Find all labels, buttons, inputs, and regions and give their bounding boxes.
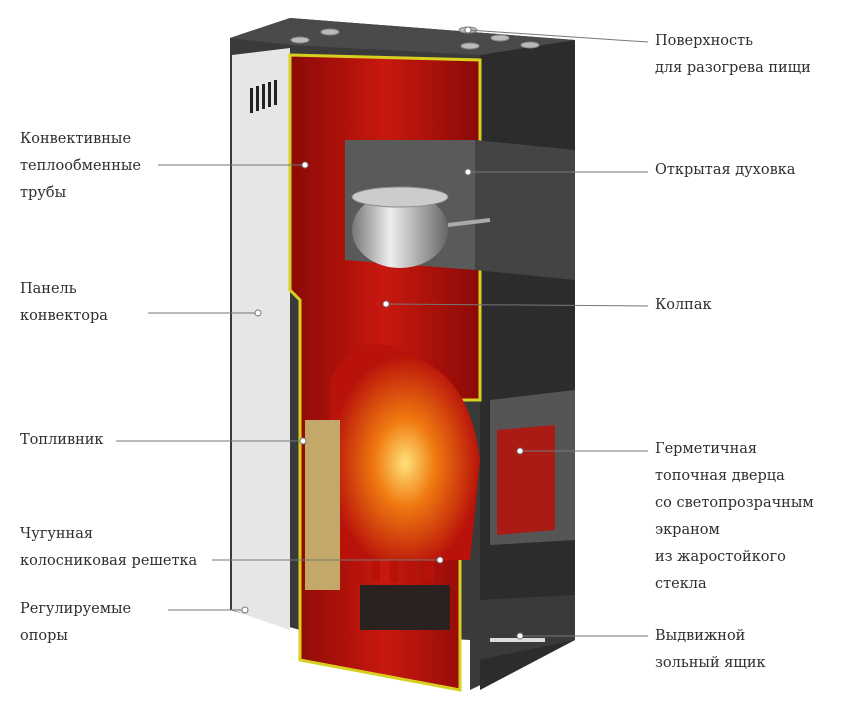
firebox-lining (305, 420, 340, 590)
label-cooking-surface: Поверхность для разогрева пищи (655, 28, 811, 82)
label-hood: Колпак (655, 292, 712, 319)
label-convector-panel: Панель конвектора (20, 276, 108, 330)
label-line: Топливник (20, 432, 104, 448)
label-line: Герметичная (655, 441, 758, 457)
label-line: стекла (655, 576, 707, 592)
label-firebox: Топливник (20, 427, 104, 454)
label-line: трубы (20, 185, 67, 201)
label-adjustable-feet: Регулируемые опоры (20, 596, 131, 650)
label-line: теплообменные (20, 158, 141, 174)
label-line: Выдвижной (655, 628, 746, 644)
label-line: Конвективные (20, 131, 132, 147)
label-line: Чугунная (20, 526, 93, 542)
label-line: Регулируемые (20, 601, 132, 617)
label-line: опоры (20, 628, 68, 644)
label-line: из жаростойкого (655, 549, 786, 565)
label-line: Панель (20, 281, 77, 297)
convector-panel (232, 48, 290, 630)
label-sealed-door: Герметичная топочная дверца со светопроз… (655, 436, 814, 598)
label-line: экраном (655, 522, 720, 538)
label-cast-iron-grate: Чугунная колосниковая решетка (20, 521, 197, 575)
pot (352, 192, 448, 268)
label-convective-tubes: Конвективные теплообменные трубы (20, 126, 141, 207)
label-line: Поверхность (655, 33, 754, 49)
grate (355, 560, 434, 582)
label-line: колосниковая решетка (20, 553, 198, 569)
label-ash-drawer: Выдвижной зольный ящик (655, 623, 766, 677)
label-line: топочная дверца (655, 468, 785, 484)
label-line: зольный ящик (655, 655, 766, 671)
ash-pit (360, 585, 450, 630)
leader-lines (116, 26, 649, 640)
label-open-oven: Открытая духовка (655, 157, 795, 184)
label-line: со светопрозрачным (655, 495, 814, 511)
label-line: Колпак (655, 297, 712, 313)
cutaway-interior (288, 53, 575, 692)
fire (330, 344, 480, 560)
label-line: Открытая духовка (655, 162, 796, 178)
label-line: конвектора (20, 308, 108, 324)
ash-drawer (478, 595, 575, 660)
label-line: для разогрева пищи (655, 60, 811, 76)
